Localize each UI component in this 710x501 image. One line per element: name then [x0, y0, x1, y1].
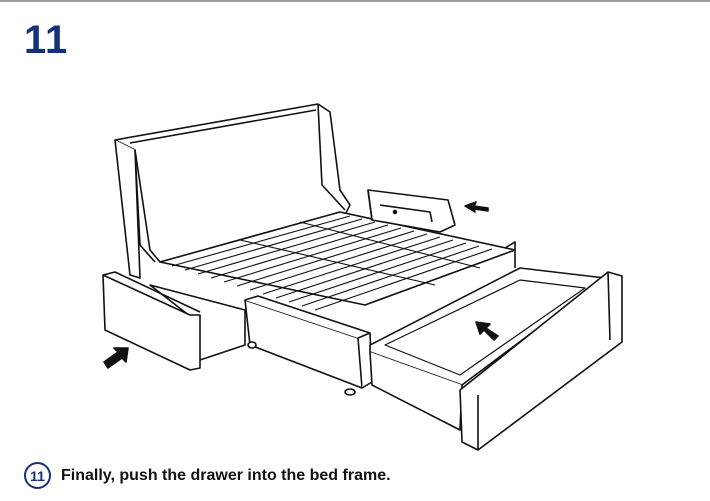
step-badge: 11	[24, 462, 51, 489]
arrow-icon	[464, 201, 489, 213]
arrow-icon	[475, 321, 499, 341]
step-caption: 11 Finally, push the drawer into the bed…	[24, 462, 391, 489]
step-number-heading: 11	[24, 18, 69, 62]
top-divider	[0, 0, 710, 2]
left-drawer-front	[102, 274, 201, 371]
instruction-text: Finally, push the drawer into the bed fr…	[61, 466, 391, 484]
headboard	[114, 103, 351, 263]
arrow-icon	[103, 347, 129, 369]
